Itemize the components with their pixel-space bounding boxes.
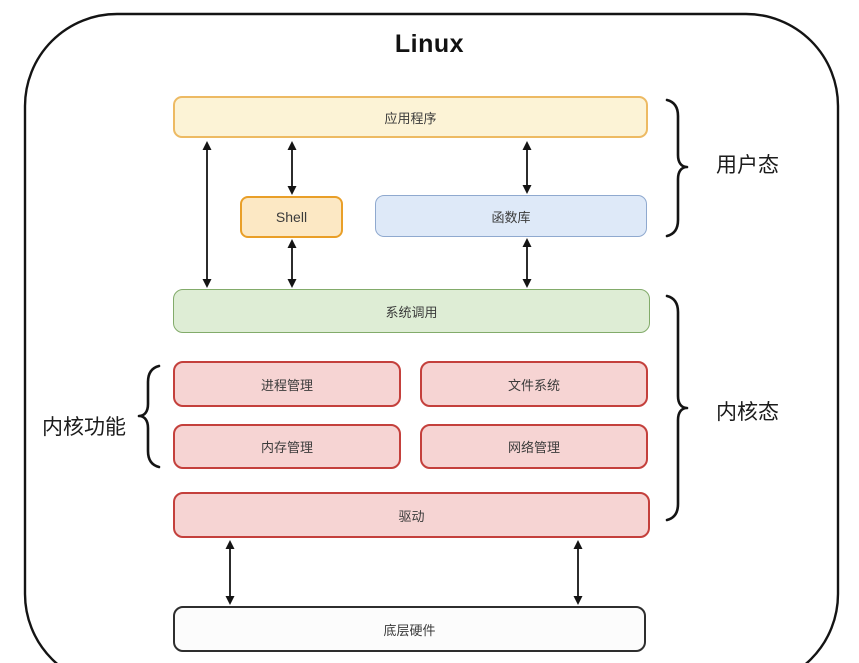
arrow-head-up [225, 540, 235, 549]
box-network-management: 网络管理 [420, 424, 648, 469]
arrow-head-up [522, 238, 532, 247]
box-hardware: 底层硬件 [173, 606, 646, 652]
box-shell-label: Shell [275, 209, 308, 225]
box-memory-label: 内存管理 [260, 440, 313, 455]
box-filesystem-label: 文件系统 [507, 377, 560, 393]
arrow-head-up [573, 540, 583, 549]
arrow-head-down [573, 596, 583, 605]
box-shell: Shell [240, 196, 343, 238]
arrow-head-up [287, 141, 297, 150]
diagram-title: Linux [394, 30, 465, 58]
box-application: 应用程序 [173, 96, 648, 138]
arrow-head-down [287, 279, 297, 288]
label-kernel-functions: 内核功能 [42, 416, 126, 439]
arrow-head-down [287, 186, 297, 195]
brace-kernel-functions [137, 364, 161, 469]
box-hardware-label: 底层硬件 [383, 622, 436, 638]
box-file-system: 文件系统 [420, 361, 648, 407]
arrow-head-up [522, 141, 532, 150]
label-user-mode: 用户态 [716, 154, 779, 177]
brace-user-mode [665, 98, 689, 238]
arrow-head-down [202, 279, 212, 288]
box-library: 函数库 [375, 195, 647, 237]
arrow-head-down [522, 279, 532, 288]
box-syscall: 系统调用 [173, 289, 650, 333]
arrow-head-down [225, 596, 235, 605]
box-network-label: 网络管理 [507, 440, 560, 455]
box-memory-management: 内存管理 [173, 424, 401, 469]
box-driver-label: 驱动 [398, 508, 425, 524]
box-syscall-label: 系统调用 [385, 304, 438, 320]
brace-kernel-mode [665, 294, 689, 522]
outer-border [23, 12, 840, 663]
arrows-and-braces [137, 98, 689, 605]
box-process-label: 进程管理 [260, 377, 313, 393]
label-kernel-mode: 内核态 [716, 401, 779, 424]
arrow-head-up [287, 239, 297, 248]
arrow-head-up [202, 141, 212, 150]
arrow-head-down [522, 185, 532, 194]
box-application-label: 应用程序 [384, 110, 437, 126]
box-library-label: 函数库 [491, 209, 531, 225]
box-driver: 驱动 [173, 492, 650, 538]
box-process-management: 进程管理 [173, 361, 401, 407]
